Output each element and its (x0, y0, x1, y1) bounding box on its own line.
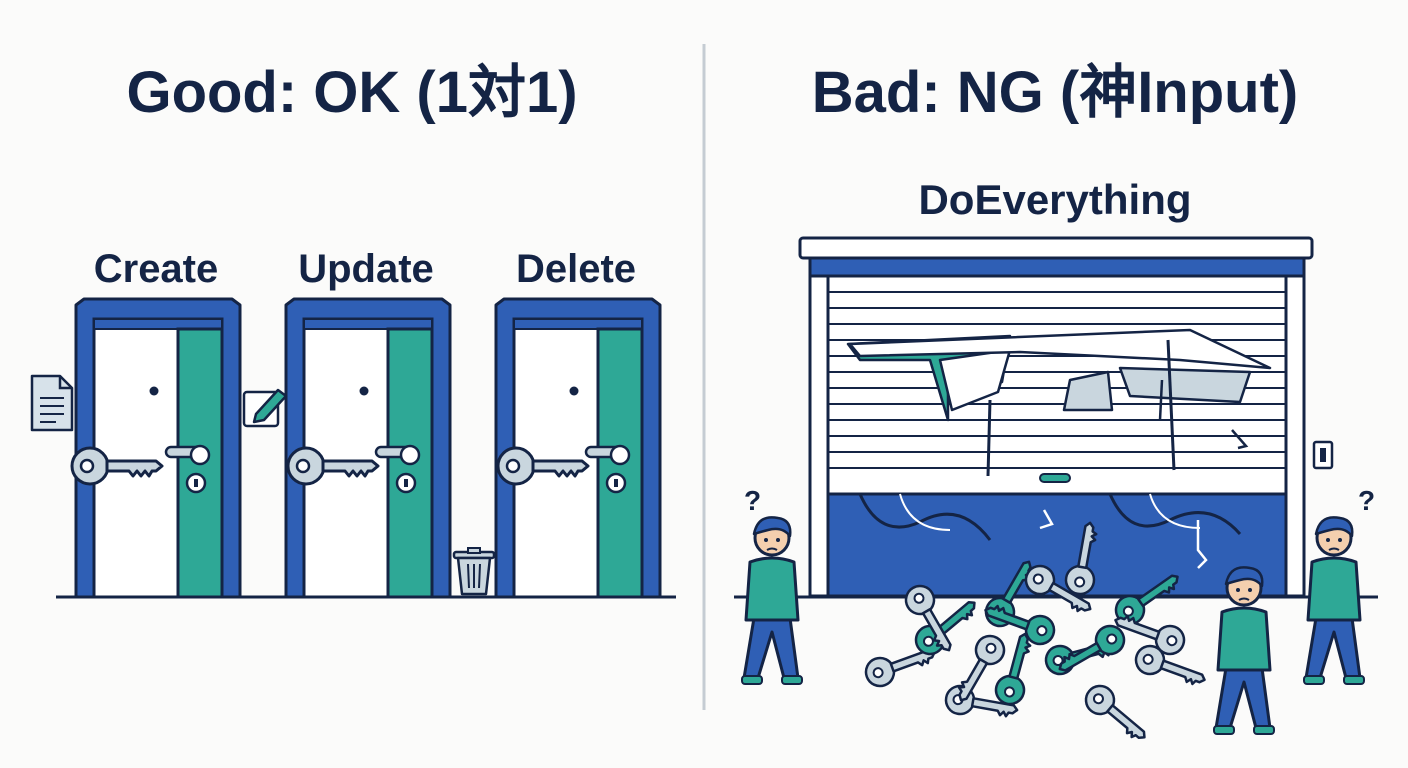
edit-pencil-icon (242, 388, 288, 428)
do-everything-label: DoEverything (918, 176, 1191, 223)
door-create (74, 297, 242, 599)
trash-can-icon (452, 547, 496, 596)
good-title: Good: OK (1対1) (126, 60, 577, 125)
door-label-delete: Delete (516, 247, 636, 291)
confused-person-icon (740, 515, 804, 686)
light-switch-icon (1312, 440, 1334, 470)
question-mark: ? (1358, 485, 1375, 516)
broken-shutter-icon (798, 236, 1314, 598)
document-icon (30, 374, 74, 432)
question-mark: ? (744, 485, 761, 516)
door-label-update: Update (298, 247, 434, 291)
door-label-create: Create (94, 247, 219, 291)
bad-title: Bad: NG (神Input) (812, 60, 1298, 125)
confused-person-icon (1302, 515, 1366, 686)
